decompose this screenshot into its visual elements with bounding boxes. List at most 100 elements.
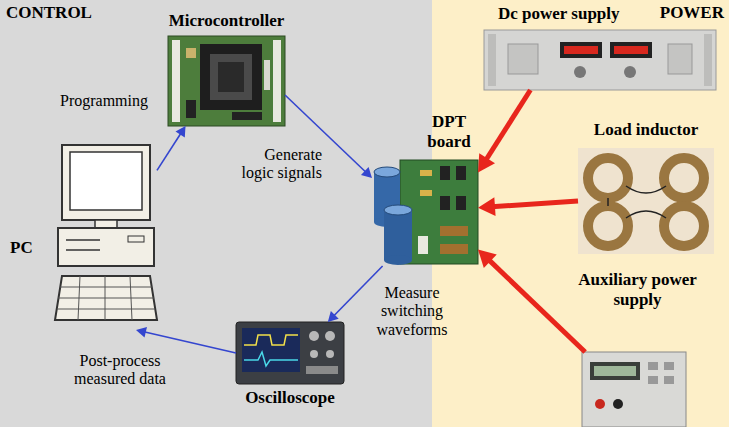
dc-power-supply-unit-part	[574, 66, 586, 78]
arrow-head	[176, 126, 186, 137]
pc-computer-part	[105, 276, 106, 320]
pc-computer-part	[130, 276, 132, 320]
load-inductor-toroids-part	[588, 206, 628, 246]
load-inductor-toroids-part	[588, 158, 628, 198]
dpt-board-illustration-part	[418, 236, 428, 254]
arrow-head	[478, 250, 497, 269]
device-box: Auxiliary power supply	[582, 352, 686, 427]
microcontroller-board-part	[172, 40, 180, 122]
auxiliary-power-supply-unit-part	[590, 362, 640, 380]
auxiliary-power-supply-unit-part	[648, 362, 658, 370]
oscilloscope-device-part	[244, 335, 298, 345]
dpt-board-illustration-part	[384, 205, 412, 215]
device-box: Microcontroller	[168, 36, 285, 126]
dc-power-supply-unit-part	[484, 30, 716, 90]
arrow-head	[478, 197, 496, 216]
oscilloscope-device	[236, 322, 344, 384]
microcontroller-board-part	[200, 44, 262, 110]
pc-computer-part	[58, 298, 154, 299]
connector-line	[144, 332, 236, 353]
component-label: PC	[10, 238, 46, 258]
pc-computer-part	[78, 276, 80, 320]
arrow-head	[136, 327, 147, 338]
pc-computer-part	[58, 228, 154, 266]
oscilloscope-device-part	[310, 350, 318, 358]
dpt-board-illustration-part	[384, 210, 412, 260]
pc-computer-part	[70, 152, 142, 210]
device-box: Load inductor	[578, 148, 714, 254]
pc-computer-part	[128, 236, 144, 242]
pc-computer-part	[57, 309, 155, 310]
dc-power-supply-unit-part	[624, 66, 636, 78]
dpt-board-illustration	[374, 160, 478, 265]
edge-label-holder: Measure switching waveforms	[372, 284, 452, 339]
pc-computer-part	[55, 276, 157, 320]
connector-line	[492, 201, 578, 207]
arrow-head	[478, 153, 495, 172]
connector-line	[285, 95, 366, 172]
connector-arrow	[478, 197, 578, 216]
power-band: POWERDc power supplyLoad inductorAuxilia…	[432, 0, 729, 427]
oscilloscope-device-part	[244, 352, 298, 366]
dpt-board-illustration-part	[384, 255, 412, 265]
edge-label: Generate logic signals	[230, 146, 322, 183]
device-box: Dc power supply	[484, 30, 716, 90]
dc-power-supply-unit-part	[508, 44, 538, 74]
oscilloscope-device-part	[325, 331, 335, 341]
dc-power-supply-unit	[484, 30, 716, 90]
connector-line	[485, 90, 530, 161]
microcontroller-board-part	[273, 40, 281, 122]
oscilloscope-device-part	[309, 331, 319, 341]
auxiliary-power-supply-unit-part	[648, 376, 658, 384]
dpt-board-illustration-part	[440, 226, 468, 236]
pc-computer	[55, 145, 157, 320]
microcontroller-board-part	[264, 60, 270, 90]
dpt-board-illustration-part	[440, 166, 450, 180]
connector-arrow	[328, 266, 383, 322]
load-inductor-toroids-part	[626, 186, 666, 193]
dpt-board-illustration-part	[374, 167, 400, 177]
auxiliary-power-supply-unit-part	[664, 362, 674, 370]
component-label: Dc power supply	[498, 4, 648, 24]
auxiliary-power-supply-unit	[582, 352, 686, 427]
pc-computer-part	[95, 220, 117, 228]
component-label: Oscilloscope	[225, 388, 355, 408]
dc-power-supply-unit-part	[704, 34, 712, 86]
board-box: DPT board	[372, 156, 478, 266]
oscilloscope-device-part	[242, 328, 300, 372]
connector-arrow	[285, 95, 372, 178]
edge-label-holder: Post-process measured data	[55, 352, 185, 389]
dpt-board-illustration-part	[440, 196, 450, 210]
dc-power-supply-unit-part	[560, 42, 602, 58]
microcontroller-board-part	[168, 36, 285, 126]
arrow-head	[361, 167, 372, 178]
component-label: POWER	[640, 3, 724, 23]
load-inductor-toroids-part	[578, 148, 714, 254]
connector-line	[157, 133, 181, 171]
edge-label: Programming	[48, 92, 160, 110]
edge-label: Post-process measured data	[55, 352, 185, 389]
auxiliary-power-supply-unit-part	[594, 366, 636, 376]
auxiliary-power-supply-unit-part	[595, 399, 605, 409]
microcontroller-board-part	[232, 112, 262, 120]
dpt-board-illustration-part	[456, 166, 466, 180]
microcontroller-board-part	[186, 48, 196, 58]
connector-arrow	[157, 126, 186, 170]
load-inductor-toroids-part	[664, 158, 704, 198]
connector-arrow	[136, 327, 236, 353]
microcontroller-board	[168, 36, 285, 126]
connector-line	[333, 266, 382, 316]
edge-label-holder: Programming	[48, 92, 160, 110]
dpt-board-illustration-part	[440, 244, 468, 254]
component-label: CONTROL	[6, 3, 116, 23]
auxiliary-power-supply-unit-part	[582, 352, 686, 427]
device-box: PC	[52, 140, 157, 330]
microcontroller-board-part	[210, 54, 252, 100]
oscilloscope-device-part	[326, 350, 334, 358]
component-label: Auxiliary power supply	[555, 270, 720, 309]
load-inductor-toroids	[578, 148, 714, 254]
dc-power-supply-unit-part	[564, 46, 598, 54]
arrow-head	[328, 311, 339, 322]
load-inductor-toroids-part	[664, 206, 704, 246]
